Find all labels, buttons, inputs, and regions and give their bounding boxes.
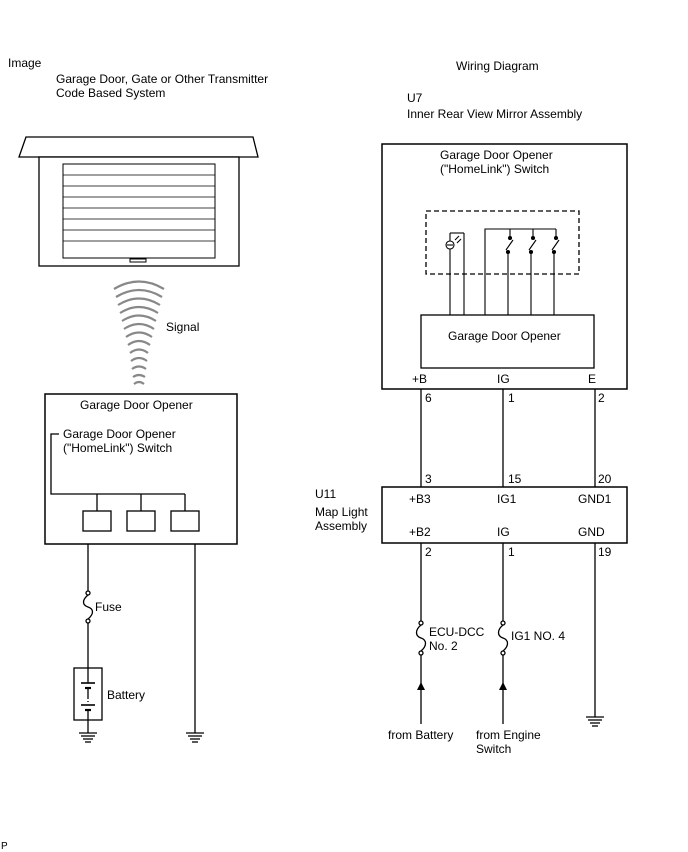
u11-pin-number-19: 19: [598, 545, 612, 559]
homelink-switch-label-line2: ("HomeLink") Switch: [63, 441, 172, 455]
battery-icon: [73, 667, 103, 721]
u11-pin-number-1: 1: [508, 545, 515, 559]
switch-contacts-icon: [445, 228, 560, 315]
u11-pin-name-ig: IG: [497, 525, 510, 539]
u11-name-line1: Map Light: [315, 505, 368, 519]
u11-code: U11: [315, 487, 336, 501]
u11-component-box: [381, 486, 628, 544]
u7-name: Inner Rear View Mirror Assembly: [407, 107, 582, 121]
u7-u11-wires: [420, 389, 596, 487]
u11-pin-name-b2: +B2: [409, 525, 431, 539]
u11-pin-name-b3: +B3: [409, 492, 431, 506]
u7-pin-number-6: 6: [425, 391, 432, 405]
garage-icon: [18, 136, 259, 267]
arrow-up-icon: [417, 682, 425, 690]
ground-icon: [79, 732, 97, 743]
fuse-ecu-dcc-label-line1: ECU-DCC: [429, 625, 485, 639]
homelink-buttons-icon: [50, 433, 200, 532]
u7-component-box: [381, 143, 628, 390]
from-battery-label: from Battery: [388, 728, 453, 742]
u7-pin-name-e: E: [588, 372, 596, 386]
u7-pin-number-1: 1: [508, 391, 515, 405]
signal-waves-icon: [113, 280, 165, 385]
u11-pin-number-3: 3: [425, 472, 432, 486]
u7-code: U7: [407, 91, 423, 105]
system-title-line1: Garage Door, Gate or Other Transmitter: [56, 72, 268, 86]
u11-pin-number-15: 15: [508, 472, 522, 486]
wiring-diagram-title: Wiring Diagram: [456, 59, 539, 73]
u11-pin-name-ig1: IG1: [497, 492, 517, 506]
ground-icon: [186, 732, 204, 743]
ground-icon: [586, 716, 604, 727]
u7-inner-opener-box: [420, 314, 595, 369]
battery-supply-wire: [415, 543, 427, 724]
u7-switch-label-line2: ("HomeLink") Switch: [440, 162, 549, 176]
fuse-label: Fuse: [95, 600, 122, 614]
battery-label: Battery: [107, 688, 145, 702]
u7-pin-name-ig: IG: [497, 372, 510, 386]
image-label: Image: [8, 56, 42, 70]
ignition-supply-wire: [497, 543, 509, 724]
footer-mark: P: [1, 841, 8, 852]
fuse-ig1-label: IG1 NO. 4: [511, 629, 565, 643]
fuse-ecu-dcc-label-line2: No. 2: [429, 639, 458, 653]
left-power-wire: [82, 544, 94, 733]
arrow-up-icon: [499, 682, 507, 690]
u7-inner-opener-label: Garage Door Opener: [448, 329, 561, 343]
switch-group-outline: [425, 210, 580, 275]
u11-name-line2: Assembly: [315, 519, 367, 533]
u7-pin-name-b: +B: [412, 372, 427, 386]
homelink-switch-label-line1: Garage Door Opener: [63, 427, 176, 441]
u11-pin-number-20: 20: [598, 472, 612, 486]
system-title-line2: Code Based System: [56, 86, 165, 100]
u7-switch-label-line1: Garage Door Opener: [440, 148, 553, 162]
u11-pin-name-gnd: GND: [578, 525, 605, 539]
u11-pin-number-2: 2: [425, 545, 432, 559]
opener-box: [44, 393, 238, 545]
from-engine-switch-label-line2: Switch: [476, 742, 511, 756]
u11-pin-name-gnd1: GND1: [578, 492, 612, 506]
opener-box-title: Garage Door Opener: [80, 398, 193, 412]
from-engine-switch-label-line1: from Engine: [476, 728, 541, 742]
signal-label: Signal: [166, 320, 199, 334]
u7-pin-number-2: 2: [598, 391, 605, 405]
